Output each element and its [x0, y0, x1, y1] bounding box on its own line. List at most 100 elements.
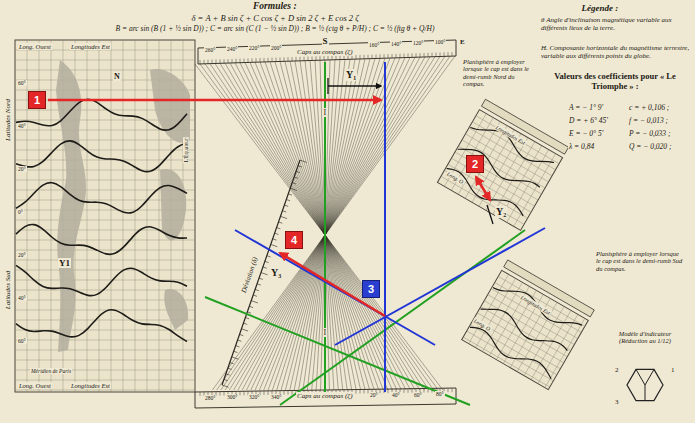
map-grid — [462, 270, 589, 389]
nomogram-line — [230, 63, 411, 390]
map-frame — [437, 110, 562, 231]
tick — [294, 177, 298, 178]
title: Formules : — [252, 1, 298, 12]
tick — [328, 56, 329, 60]
table-cell: E = − 0° 5' — [568, 130, 604, 139]
tick — [444, 52, 445, 56]
tick — [380, 54, 381, 58]
tick — [288, 194, 292, 195]
tick — [260, 58, 261, 62]
tick — [288, 57, 289, 61]
tick — [251, 301, 258, 303]
tick — [420, 53, 421, 57]
tick — [220, 392, 221, 396]
tick — [228, 368, 232, 369]
chart-note: Planisphère à employer lorsque le cap es… — [595, 250, 685, 272]
tick — [344, 55, 345, 59]
tick — [272, 58, 273, 62]
nomogram-line — [290, 59, 365, 390]
continent — [160, 169, 186, 240]
table-cell: D = + 6° 45' — [568, 117, 609, 126]
scale-number: 320° — [248, 394, 260, 400]
nomogram-line — [215, 63, 424, 390]
grid-line — [87, 40, 88, 392]
tick — [312, 56, 313, 60]
tick — [360, 55, 361, 59]
grid-line — [15, 270, 195, 271]
indicator-number: 2 — [614, 366, 620, 374]
grid-line — [441, 176, 524, 224]
tick — [265, 261, 269, 262]
scale-number: 120° — [412, 40, 424, 46]
map-frame — [15, 40, 195, 392]
nomogram-line — [238, 57, 425, 390]
isogonic-curve — [16, 183, 187, 213]
axis-label: Longitudes Est — [70, 382, 111, 389]
tick — [259, 278, 263, 279]
tick — [324, 56, 325, 60]
isogonic-curve — [442, 166, 526, 221]
tick — [234, 351, 238, 352]
scale-number: 40° — [391, 392, 401, 398]
scale-number: 140° — [390, 41, 402, 47]
tick — [284, 57, 285, 61]
latitude-number: 40° — [17, 295, 27, 301]
tick — [216, 59, 217, 63]
isogonic-curve — [456, 142, 540, 197]
table-cell: c = + 0,106 ; — [628, 104, 670, 113]
tick — [408, 53, 409, 57]
grid-line — [51, 40, 52, 392]
axis-label: Latitudes Nord — [4, 98, 12, 142]
tick — [428, 53, 429, 57]
tick — [396, 54, 397, 58]
tick — [236, 346, 240, 347]
continent — [164, 289, 188, 330]
tick — [267, 256, 271, 257]
table-cell: P = − 0,033 ; — [628, 130, 671, 139]
nomogram-line — [285, 59, 370, 390]
legend-text: θ Angle d'inclinaison magnétique variabl… — [540, 16, 692, 32]
grid-line — [463, 337, 550, 387]
tick — [416, 53, 417, 57]
tick — [257, 284, 261, 285]
scale-title: Caps au compas (ζ) — [296, 48, 354, 56]
tick — [436, 53, 437, 57]
grid-line — [123, 40, 124, 392]
tick — [298, 166, 302, 167]
grid-line — [111, 40, 112, 392]
axis-label: Long. Ouest — [18, 382, 52, 389]
tick — [388, 54, 389, 58]
tick — [277, 228, 281, 229]
nomogram-line — [220, 63, 420, 390]
axis-label: Longitudes Est — [70, 43, 111, 50]
grid-line — [15, 140, 195, 141]
scale-number: 220° — [248, 45, 260, 51]
tick — [364, 389, 365, 393]
tick — [408, 389, 409, 393]
tick — [244, 59, 245, 63]
planisphere-north — [437, 99, 568, 230]
isogonic-curves — [16, 99, 187, 341]
grid-line — [15, 240, 195, 241]
latitude-number: 60° — [17, 338, 27, 344]
tick — [300, 57, 301, 61]
deviation-ticks — [222, 160, 307, 387]
grid-line — [15, 320, 195, 321]
tick — [356, 55, 357, 59]
green-line — [280, 230, 525, 405]
grid-line — [448, 164, 531, 212]
tick — [296, 57, 297, 61]
nomogram-line — [251, 57, 410, 390]
tick — [253, 295, 257, 296]
scale-number: 160° — [368, 42, 380, 48]
axis-label: Long. Ouest — [18, 43, 52, 50]
measure-arrow — [328, 85, 381, 86]
measure-label: Y₁ — [345, 69, 357, 81]
tick — [224, 392, 225, 396]
tick — [245, 318, 249, 319]
tick — [412, 53, 413, 57]
tick — [304, 57, 305, 61]
nomogram-line — [225, 63, 415, 390]
